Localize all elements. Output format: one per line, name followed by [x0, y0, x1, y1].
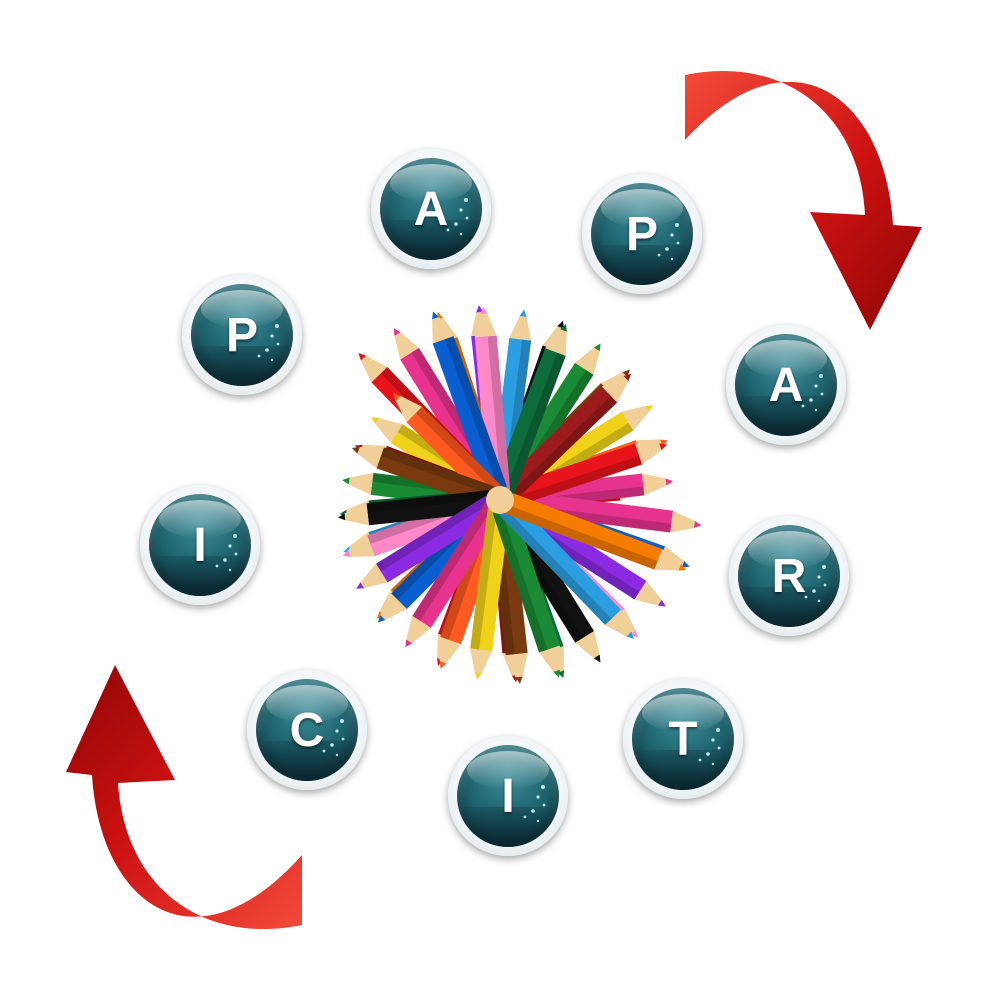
badge-letter: I [501, 769, 515, 823]
sparkle-dots-icon [446, 198, 469, 236]
sparkle-dots-icon [801, 374, 824, 412]
letter-badge: T [623, 679, 743, 799]
pencil [351, 446, 495, 508]
letter-badge: I [448, 736, 568, 856]
badge-letter: T [668, 712, 698, 766]
letter-badge: A [726, 325, 846, 445]
pencil [474, 306, 511, 491]
badge-letter: C [289, 703, 325, 757]
letter-badge: I [140, 485, 260, 605]
sparkle-dots-icon [657, 223, 680, 261]
sparkle-dots-icon [804, 565, 827, 603]
pencil [432, 311, 508, 495]
sparkle-dots-icon [322, 719, 345, 757]
letter-badge: C [247, 670, 367, 790]
pencil [393, 393, 501, 501]
letter-badge: P [582, 174, 702, 294]
letter-badge: A [371, 149, 491, 269]
pencil [505, 493, 687, 571]
pencil-center [486, 486, 514, 514]
badge-letter: A [768, 358, 804, 412]
sparkle-dots-icon [523, 785, 546, 823]
sparkle-dots-icon [698, 728, 721, 766]
pencil [493, 323, 567, 495]
badge-letter: P [625, 207, 658, 261]
pencil [356, 495, 498, 589]
pencil [337, 490, 492, 526]
badge-letter: R [771, 549, 807, 603]
pencil [405, 502, 504, 648]
letter-badge: R [729, 516, 849, 636]
badge-letter: I [193, 518, 207, 572]
sparkle-dots-icon [257, 324, 280, 362]
pencil [506, 443, 668, 508]
pencil [470, 508, 510, 680]
pencil [499, 373, 632, 501]
badge-letter: A [413, 182, 449, 236]
pencil [492, 506, 561, 678]
sparkle-dots-icon [215, 534, 238, 572]
badge-letter: P [225, 308, 258, 362]
pencil [499, 499, 634, 640]
letter-badge: P [182, 275, 302, 395]
